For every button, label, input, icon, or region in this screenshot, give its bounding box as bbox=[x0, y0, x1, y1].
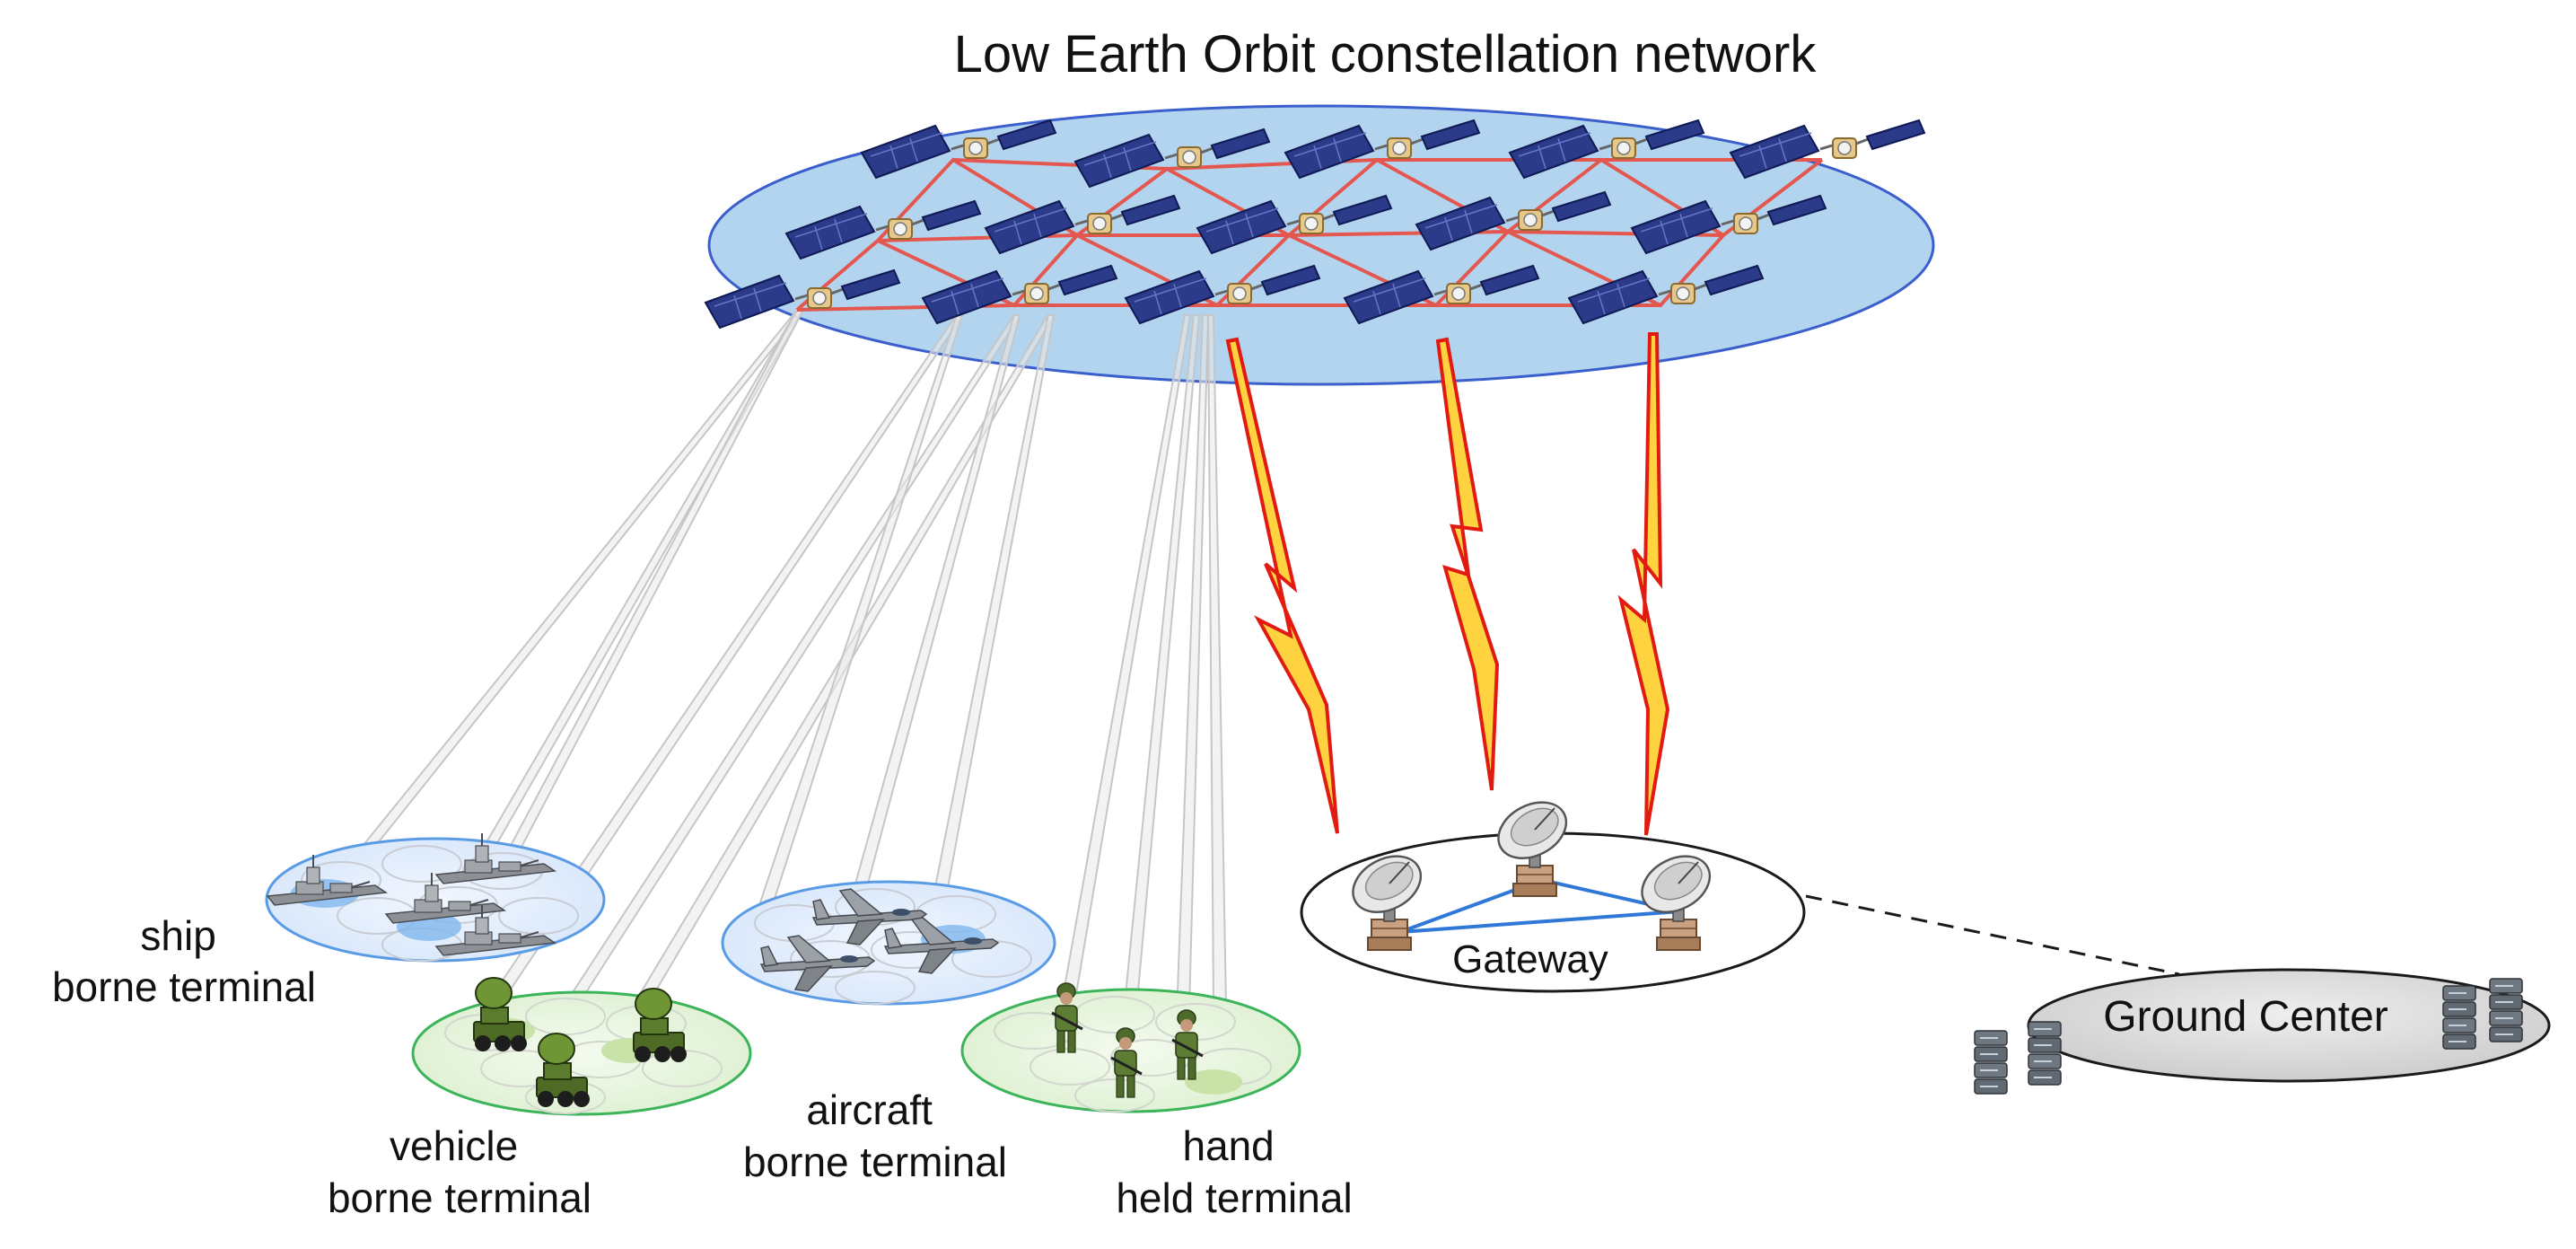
feeder-links bbox=[1225, 332, 1670, 836]
ground-center-group: Ground Center bbox=[1974, 968, 2551, 1095]
ship-terminal-label: ship borne terminal bbox=[52, 912, 316, 1010]
coverage-beams bbox=[354, 308, 1228, 1052]
server-stack-icon bbox=[1974, 1030, 2008, 1095]
gateway-group: Gateway bbox=[1300, 789, 1806, 993]
gateway-label: Gateway bbox=[1452, 937, 1608, 981]
beam-hand-4 bbox=[1206, 312, 1228, 1007]
beam-ship-1 bbox=[354, 308, 804, 859]
gateway-ground-center-link bbox=[1805, 894, 2180, 976]
beam-ship-3 bbox=[497, 308, 804, 871]
vehicle-terminal-area bbox=[411, 977, 752, 1116]
ship-terminal-area bbox=[265, 832, 606, 963]
lightning-bolt-icon bbox=[1617, 332, 1670, 836]
hand-held-terminal-area bbox=[960, 981, 1301, 1113]
hand-held-terminal-label: hand held terminal bbox=[1116, 1122, 1352, 1221]
aircraft-terminal-label: aircraft borne terminal bbox=[743, 1086, 1007, 1185]
lightning-bolt-icon bbox=[1225, 337, 1339, 834]
beam-hand-3 bbox=[1174, 312, 1210, 1043]
beam-hand-1 bbox=[1059, 312, 1192, 1012]
diagram-title: Low Earth Orbit constellation network bbox=[954, 25, 1818, 84]
aircraft-terminal-area bbox=[721, 880, 1056, 1006]
vehicle-terminal-label: vehicle borne terminal bbox=[328, 1122, 591, 1221]
lightning-bolt-icon bbox=[1435, 337, 1500, 791]
ground-center-label: Ground Center bbox=[2103, 993, 2388, 1041]
server-stack-icon bbox=[2028, 1021, 2062, 1086]
